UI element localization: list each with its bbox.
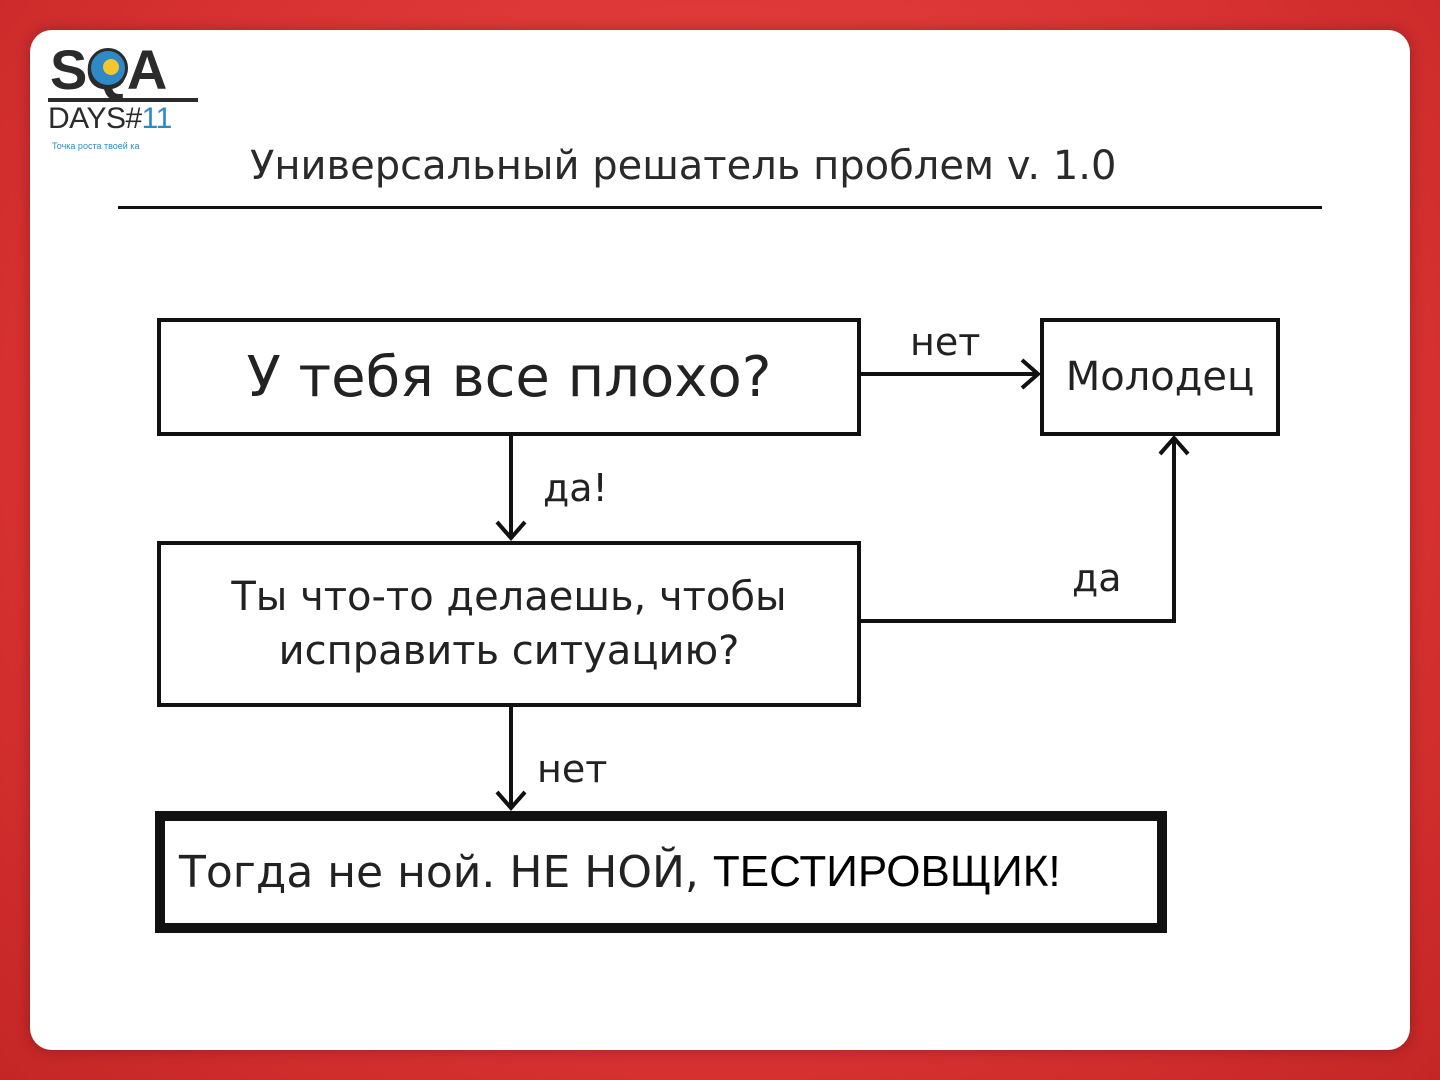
logo-days-number: 11 <box>141 102 173 135</box>
edge-label-q2-final: нет <box>537 747 608 791</box>
edge-label-q2-ok: да <box>1072 556 1122 600</box>
final-box: Тогда не ной. НЕ НОЙ, ТЕСТИРОВЩИК! <box>155 811 1167 933</box>
question-box-1: У тебя все плохо? <box>157 318 861 436</box>
logo-tagline: Точка роста твоей ка <box>52 141 140 151</box>
slide-title: Универсальный решатель проблем v. 1.0 <box>250 143 1117 189</box>
edge-label-q1-ok: нет <box>910 320 981 364</box>
result-ok-text: Молодец <box>1065 354 1255 400</box>
edge-label-q1-q2: да! <box>543 466 608 510</box>
final-text-part-2: ТЕСТИРОВЩИК! <box>712 847 1061 896</box>
logo-days-text: DAYS# <box>48 102 142 135</box>
question-2-line-1: Ты что-то делаешь, чтобы <box>231 574 787 620</box>
question-1-text: У тебя все плохо? <box>246 344 772 410</box>
question-box-2: Ты что-то делаешь, чтобы исправить ситуа… <box>157 541 861 707</box>
result-box-ok: Молодец <box>1040 318 1280 436</box>
question-2-line-2: исправить ситуацию? <box>278 628 740 674</box>
logo-divider <box>48 98 198 102</box>
logo-days: DAYS#11 <box>48 102 172 136</box>
final-text-part-1: Тогда не ной. НЕ НОЙ, <box>179 846 699 898</box>
sqa-days-logo: SQA DAYS#11 Точка роста твоей ка <box>48 40 208 155</box>
logo-sun-icon <box>103 59 119 75</box>
question-2-text: Ты что-то делаешь, чтобы исправить ситуа… <box>231 570 786 678</box>
title-underline <box>118 206 1322 209</box>
logo-globe-icon <box>88 48 128 88</box>
